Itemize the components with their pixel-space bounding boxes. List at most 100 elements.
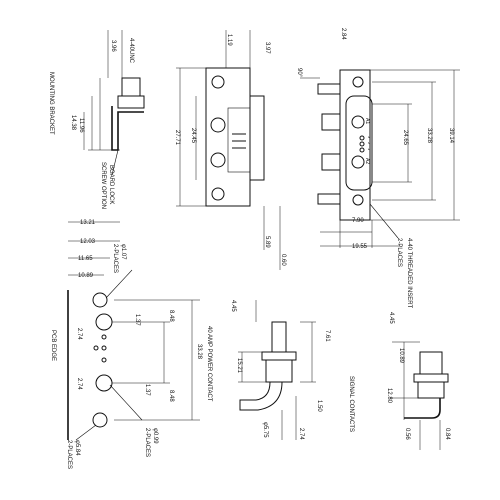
dim-phi-5-84: φ5.84 <box>74 440 80 456</box>
dim-1-37-a: 1.37 <box>134 314 140 326</box>
dim-11-96: 11.96 <box>78 118 84 133</box>
dim-13-21: 13.21 <box>80 220 96 226</box>
signal-contact-body <box>417 381 445 399</box>
dim-2-74-b: 2.74 <box>76 378 82 390</box>
side-contact-top <box>321 113 341 131</box>
board-lock-hole-bottom <box>92 412 108 428</box>
contact-a2 <box>351 155 365 169</box>
front-dshell <box>345 95 373 191</box>
pin-a2-label: A2 <box>364 158 370 164</box>
dim-phi-5-75: φ5.75 <box>262 422 268 438</box>
contact-collar <box>261 351 297 361</box>
power-hole-top <box>95 313 113 331</box>
signal-hole-2 <box>101 345 107 351</box>
side-nut-bottom <box>317 193 341 205</box>
mount-hole-top <box>211 75 225 89</box>
dim-15-21: 15.21 <box>236 358 242 374</box>
dim-3-97: 3.97 <box>264 42 270 54</box>
places-label-c: 2-PLACES <box>66 440 72 469</box>
signal-hole-1 <box>101 334 107 340</box>
front-view-face: 2.84 90° 24.65 33.28 39.14 A1 A2 3 2 1 7… <box>296 28 460 308</box>
dim-1-37-b: 1.37 <box>144 384 150 396</box>
dim-27-71: 27.71 <box>174 130 180 146</box>
dim-8-48-a: 8.48 <box>168 310 174 322</box>
signal-contacts-label: SIGNAL CONTACTS <box>348 376 354 432</box>
places-label-d: 2-PLACES <box>144 428 150 457</box>
dim-7-61: 7.61 <box>324 330 330 342</box>
threaded-insert-label: 4-40 THREADED INSERT <box>406 238 412 308</box>
power-hole-bottom <box>95 374 113 392</box>
places-label-a: 2-PLACES <box>396 238 402 267</box>
places-label-b: 2-PLACES <box>112 244 118 273</box>
signal-contact-head <box>419 351 443 375</box>
power-contact-bottom <box>210 152 226 168</box>
dim-39-14: 39.14 <box>448 128 454 144</box>
dim-3-96: 3.96 <box>110 40 116 52</box>
board-lock-hole-top <box>92 292 108 308</box>
mounting-bracket-label: MOUNTING BRACKET <box>48 72 54 135</box>
dim-0-60: 0.60 <box>280 254 286 266</box>
dim-33-28-b: 33.28 <box>196 344 202 360</box>
dim-phi-1-07: φ1.07 <box>120 244 126 260</box>
power-contact-view: 4.45 7.61 15.21 1.50 φ5.75 2.74 40 AMP P… <box>206 300 330 440</box>
dim-7-90: 7.90 <box>352 218 364 224</box>
top-view-shell: 1.19 3.97 27.71 24.45 5.89 0.60 <box>174 30 286 270</box>
dim-1-50: 1.50 <box>316 400 322 412</box>
mounting-bracket <box>111 106 144 151</box>
side-nut-top <box>317 83 341 95</box>
signal-contact-tail <box>404 398 441 419</box>
dim-1-19: 1.19 <box>226 34 232 46</box>
pin-1-label: 1 <box>367 148 372 151</box>
dim-5-89: 5.89 <box>264 236 270 248</box>
board-lock-label: BOARD LOCK <box>108 165 114 204</box>
dim-10-89-b: 10.89 <box>398 348 404 364</box>
dim-8-48-b: 8.48 <box>168 390 174 402</box>
contact-a1 <box>351 115 365 129</box>
dim-2-74-a: 2.74 <box>76 328 82 340</box>
power-contact-top <box>210 117 226 133</box>
pin-a1-label: A1 <box>364 118 370 124</box>
contact-socket <box>271 321 287 353</box>
pin-2-label: 2 <box>367 142 372 145</box>
shell-inner <box>227 107 251 173</box>
dim-19-55: 19.55 <box>352 244 368 250</box>
side-view-bracket: 3.96 4-40UNC 11.96 14.38 MOUNTING BRACKE… <box>48 30 145 209</box>
screw-label: 4-40UNC <box>128 38 134 64</box>
dim-2-84: 2.84 <box>340 28 346 40</box>
dim-12-03: 12.03 <box>80 239 96 245</box>
shell-body <box>121 77 141 97</box>
angle-label: 90° <box>296 68 302 78</box>
signal-contact-view: 4.45 10.89 12.80 0.56 0.84 SIGNAL CONTAC… <box>348 312 450 450</box>
pcb-edge-label: PCB EDGE <box>50 330 56 361</box>
signal-contact-collar <box>413 373 449 383</box>
dim-10-89: 10.89 <box>78 273 94 279</box>
dim-12-80: 12.80 <box>386 388 392 404</box>
dim-33-28: 33.28 <box>426 128 432 144</box>
dim-11-65: 11.65 <box>78 256 93 262</box>
dim-2-74-c: 2.74 <box>298 428 304 440</box>
front-hole-top <box>352 76 364 88</box>
dim-24-45: 24.45 <box>190 128 196 144</box>
dim-24-65: 24.65 <box>402 130 408 146</box>
dim-0-56: 0.56 <box>404 428 410 440</box>
pin-3-label: 3 <box>367 136 372 139</box>
signal-hole-3 <box>101 357 107 363</box>
shell-flange <box>117 95 145 109</box>
dim-4-45-b: 4.45 <box>388 312 394 324</box>
front-hole-bottom <box>352 194 364 206</box>
dim-phi-0-99: φ0.99 <box>152 428 158 444</box>
power-contact-label: 40 AMP POWER CONTACT <box>206 326 212 402</box>
contact-tail <box>239 381 283 411</box>
signal-hole-4 <box>93 345 99 351</box>
side-contact-bottom <box>321 153 341 171</box>
shell-side <box>249 95 265 181</box>
mount-hole-bottom <box>211 187 225 201</box>
dim-0-84: 0.84 <box>444 428 450 440</box>
pcb-footprint-view: 13.21 12.03 11.65 10.89 φ1.07 2-PLACES 2… <box>50 220 202 469</box>
front-flange <box>339 69 371 221</box>
dim-14-38: 14.38 <box>70 115 76 131</box>
dim-4-45-a: 4.45 <box>230 300 236 312</box>
screw-option-label: SCREW OPTION <box>100 162 106 209</box>
